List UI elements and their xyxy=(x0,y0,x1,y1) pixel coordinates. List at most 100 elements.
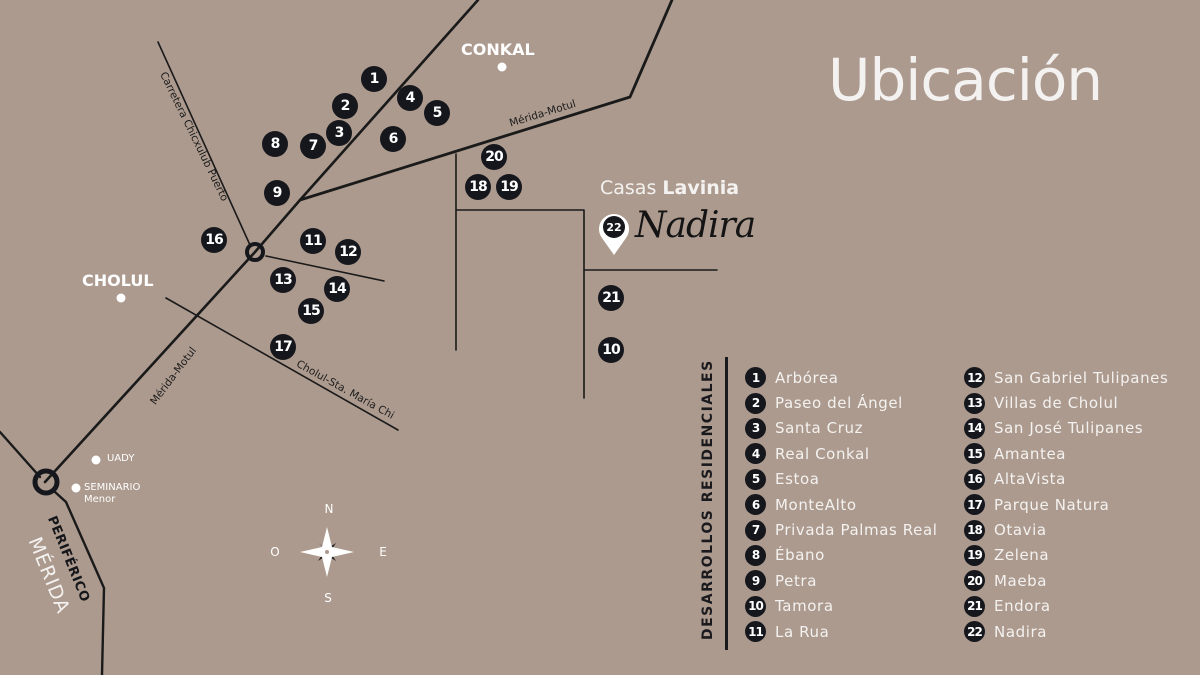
map-marker-12[interactable]: 12 xyxy=(335,239,361,265)
map-marker-16[interactable]: 16 xyxy=(201,227,227,253)
map-marker-11[interactable]: 11 xyxy=(300,228,326,254)
legend-item: 11 La Rua xyxy=(745,619,938,644)
map-marker-17[interactable]: 17 xyxy=(270,334,296,360)
legend-number-badge: 16 xyxy=(964,468,985,490)
legend-item-name: La Rua xyxy=(775,622,830,641)
seminario-line1: SEMINARIO xyxy=(84,482,141,493)
landmark-uady-label: UADY xyxy=(107,453,135,464)
map-marker-10[interactable]: 10 xyxy=(598,337,624,363)
map-marker-4[interactable]: 4 xyxy=(397,85,423,111)
legend-number-badge: 4 xyxy=(745,443,766,465)
legend-item-name: San José Tulipanes xyxy=(994,419,1144,438)
legend-item-name: Parque Natura xyxy=(994,495,1110,514)
legend-number-badge: 22 xyxy=(964,621,985,643)
brand-prefix: Casas xyxy=(600,177,657,199)
legend-item: 4 Real Conkal xyxy=(745,441,938,466)
legend-item-name: Estoa xyxy=(775,470,820,489)
legend-item-name: Petra xyxy=(775,571,817,590)
legend-number-badge: 19 xyxy=(964,544,985,566)
legend-number-badge: 14 xyxy=(964,417,985,439)
map-marker-3[interactable]: 3 xyxy=(326,120,352,146)
legend-item-name: Real Conkal xyxy=(775,444,870,463)
featured-marker-number: 22 xyxy=(603,216,625,238)
legend-number-badge: 7 xyxy=(745,519,766,541)
legend-item-name: San Gabriel Tulipanes xyxy=(994,368,1169,387)
legend-item: 7 Privada Palmas Real xyxy=(745,517,938,542)
map-marker-5[interactable]: 5 xyxy=(424,100,450,126)
legend-item-name: Ébano xyxy=(775,546,825,565)
landmark-seminario-dot xyxy=(71,483,81,493)
roundabout-merida xyxy=(32,468,60,496)
legend-item-name: Privada Palmas Real xyxy=(775,521,938,540)
legend-number-badge: 9 xyxy=(745,570,766,592)
legend-number-badge: 8 xyxy=(745,544,766,566)
legend-number-badge: 5 xyxy=(745,468,766,490)
map-marker-18[interactable]: 18 xyxy=(465,174,491,200)
legend-item-name: Paseo del Ángel xyxy=(775,394,903,413)
town-conkal: CONKAL xyxy=(461,40,535,59)
map-marker-19[interactable]: 19 xyxy=(496,174,522,200)
compass-north: N xyxy=(324,502,334,516)
map-marker-15[interactable]: 15 xyxy=(298,298,324,324)
legend-item: 5 Estoa xyxy=(745,467,938,492)
map-marker-21[interactable]: 21 xyxy=(598,285,624,311)
legend-item: 21 Endora xyxy=(964,594,1168,619)
legend-number-badge: 21 xyxy=(964,595,985,617)
legend-number-badge: 2 xyxy=(745,392,766,414)
roundabout-cholul xyxy=(245,242,265,262)
legend-number-badge: 6 xyxy=(745,494,766,516)
road-chicxulub xyxy=(157,41,251,246)
legend-item-name: AltaVista xyxy=(994,470,1066,489)
road-merida-motul-east xyxy=(298,0,674,202)
legend-number-badge: 15 xyxy=(964,443,985,465)
legend-item: 10 Tamora xyxy=(745,594,938,619)
legend-divider xyxy=(725,357,728,650)
map-marker-13[interactable]: 13 xyxy=(270,267,296,293)
map-marker-20[interactable]: 20 xyxy=(481,144,507,170)
legend-item: 3 Santa Cruz xyxy=(745,416,938,441)
map-marker-6[interactable]: 6 xyxy=(380,126,406,152)
legend-item: 6 MonteAlto xyxy=(745,492,938,517)
featured-name: Nadira xyxy=(635,205,756,246)
legend-item-name: Endora xyxy=(994,597,1051,616)
legend-item: 2 Paseo del Ángel xyxy=(745,390,938,415)
legend-number-badge: 11 xyxy=(745,621,766,643)
legend-number-badge: 1 xyxy=(745,367,766,389)
legend-number-badge: 13 xyxy=(964,392,985,414)
legend-heading: DESARROLLOS RESIDENCIALES xyxy=(700,359,716,640)
landmark-seminario-label: SEMINARIO Menor xyxy=(84,482,140,506)
legend-number-badge: 17 xyxy=(964,494,985,516)
legend-number-badge: 18 xyxy=(964,519,985,541)
map-marker-14[interactable]: 14 xyxy=(324,276,350,302)
seminario-line2: Menor xyxy=(84,494,116,505)
town-cholul-dot xyxy=(116,293,126,303)
legend-item-name: MonteAlto xyxy=(775,495,857,514)
compass-east: E xyxy=(379,545,387,559)
map-marker-8[interactable]: 8 xyxy=(262,131,288,157)
map-marker-7[interactable]: 7 xyxy=(300,133,326,159)
compass-west: O xyxy=(270,545,280,559)
legend-item-name: Otavia xyxy=(994,521,1047,540)
map-marker-2[interactable]: 2 xyxy=(332,93,358,119)
legend-number-badge: 10 xyxy=(745,595,766,617)
road-east-branch xyxy=(265,255,385,282)
map-marker-9[interactable]: 9 xyxy=(264,180,290,206)
map-marker-1[interactable]: 1 xyxy=(361,66,387,92)
town-conkal-dot xyxy=(497,62,507,72)
legend-item-name: Santa Cruz xyxy=(775,419,864,438)
legend-item: 14 San José Tulipanes xyxy=(964,416,1168,441)
legend-item: 9 Petra xyxy=(745,568,938,593)
landmark-uady-dot xyxy=(91,455,101,465)
legend-item-name: Maeba xyxy=(994,571,1048,590)
legend-number-badge: 3 xyxy=(745,417,766,439)
legend-item: 17 Parque Natura xyxy=(964,492,1168,517)
legend-item-name: Tamora xyxy=(775,597,834,616)
